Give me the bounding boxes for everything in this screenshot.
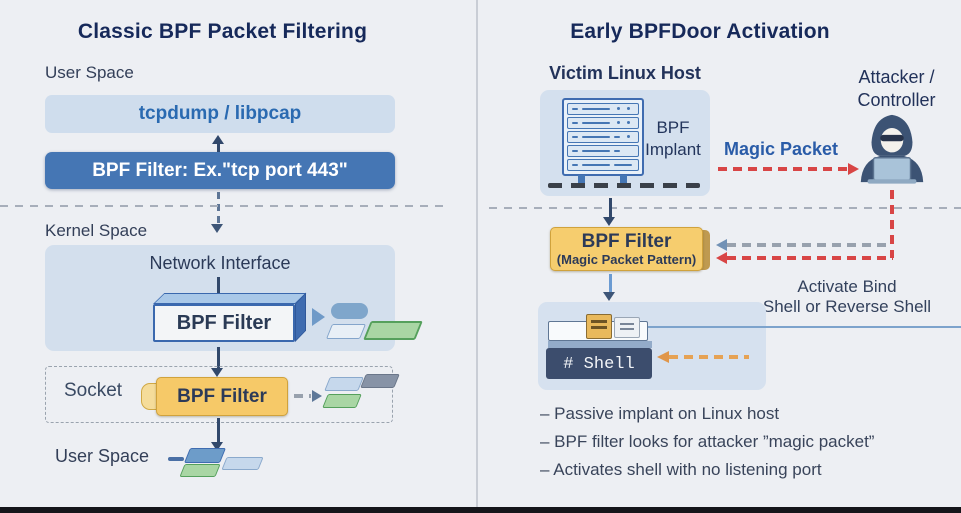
user-packet-lightblue-icon [221, 457, 264, 470]
play-triangle-icon [312, 308, 325, 326]
bullet-bpf-looks: – BPF filter looks for attacker ”magic p… [540, 432, 875, 451]
kernel-space-label: Kernel Space [45, 221, 148, 240]
terminal-card-icon [614, 317, 640, 338]
user-packet-blue-icon [183, 448, 227, 463]
activate-shell-label: Activate Bind Shell or Reverse Shell [762, 277, 932, 316]
socket-bpf-filter-box: BPF Filter [156, 377, 288, 416]
arrow-nic-to-bpf-shaft [217, 277, 220, 294]
shell-prompt-label: # Shell [563, 355, 635, 374]
right-title: Early BPFDoor Activation [570, 20, 830, 43]
arrow-up-to-tcpdump-icon [212, 135, 224, 144]
dashed-connector-kernel [217, 192, 220, 223]
socket-dashed-arrow [294, 394, 311, 398]
user-space-bottom-label: User Space [55, 446, 150, 466]
magic-bpf-filter-title: BPF Filter [581, 230, 672, 252]
network-interface-label: Network Interface [149, 253, 291, 273]
packet-pill-icon [331, 303, 368, 319]
server-leg-icon [578, 175, 585, 184]
socket-dashed-arrow-head-icon [312, 390, 322, 402]
victim-host-label: Victim Linux Host [549, 63, 701, 83]
arrow-socket-to-user-head-icon [211, 442, 223, 451]
arrow-bpf-to-socket-shaft [217, 347, 220, 368]
red-arrow-head-icon [716, 252, 727, 264]
right-space-separator [489, 207, 961, 209]
socket-packet-green-icon [322, 394, 362, 408]
bpf-implant-label: BPF Implant [645, 118, 701, 159]
terminal-band [548, 341, 652, 348]
orange-arrow-head-icon [657, 351, 669, 363]
attacker-hacker-icon [860, 114, 924, 184]
arrow-socket-to-user-shaft [217, 418, 220, 442]
server-row [567, 117, 639, 129]
bullet-passive-implant: – Passive implant on Linux host [540, 404, 780, 423]
server-leg-icon [620, 175, 627, 184]
user-space-dash-icon [168, 457, 184, 461]
magic-packet-dashed-arrow [718, 167, 848, 171]
server-row [567, 131, 639, 143]
left-space-separator [0, 205, 443, 207]
magic-bpf-filter-box: BPF Filter (Magic Packet Pattern) [550, 227, 703, 271]
bottom-bar [0, 507, 961, 513]
packet-outline-icon [325, 324, 367, 339]
server-icon [562, 98, 644, 176]
bullet-activates-shell: – Activates shell with no listening port [540, 460, 822, 479]
magic-packet-arrow-head-icon [848, 163, 859, 175]
bpf3d-top-face [153, 293, 307, 304]
server-ground-dashes [548, 183, 700, 188]
gray-dashed-arrow-to-filter [727, 243, 889, 247]
packet-green-icon [363, 321, 423, 340]
user-space-top-label: User Space [45, 63, 134, 82]
terminal-folder-icon [586, 314, 612, 339]
left-title: Classic BPF Packet Filtering [77, 20, 368, 43]
magic-packet-label: Magic Packet [724, 139, 839, 159]
kernel-bpf-filter-label: BPF Filter [176, 312, 272, 334]
magic-bpf-filter-subtitle: (Magic Packet Pattern) [556, 251, 697, 267]
server-row [567, 145, 639, 157]
arrow-filter-to-shell-head-icon [603, 292, 615, 301]
server-row [567, 159, 639, 171]
arrow-host-to-filter-head-icon [603, 217, 615, 226]
arrow-host-to-filter-shaft [609, 198, 612, 217]
tcpdump-libpcap-label: tcpdump / libpcap [138, 103, 302, 124]
bpf-filter-userspace-box: BPF Filter: Ex."tcp port 443" [45, 152, 395, 189]
attacker-label: Attacker / Controller [857, 67, 936, 110]
socket-bpf-filter-label: BPF Filter [177, 386, 267, 407]
orange-dashed-arrow-to-shell [669, 355, 749, 359]
server-row [567, 103, 639, 115]
attacker-dashed-line-down [890, 190, 894, 258]
socket-packet-gray-icon [360, 374, 400, 388]
bpf-filter-3d-edge [700, 230, 710, 270]
socket-packet-lightblue-icon [324, 377, 364, 391]
red-dashed-arrow-to-filter [727, 256, 893, 260]
tcpdump-libpcap-box: tcpdump / libpcap [45, 95, 395, 133]
arrow-filter-to-shell-shaft [609, 274, 612, 292]
center-divider [476, 0, 478, 513]
arrow-bpf-to-socket-head-icon [211, 368, 223, 377]
shell-window-line [645, 326, 961, 328]
user-packet-green-icon [179, 464, 221, 477]
gray-arrow-head-icon [716, 239, 727, 251]
socket-label: Socket [64, 380, 123, 401]
arrow-up-to-tcpdump-shaft [217, 142, 220, 152]
dashed-connector-arrowhead-icon [211, 224, 223, 233]
kernel-bpf-filter-box: BPF Filter [153, 304, 295, 342]
shell-terminal-box: # Shell [546, 348, 652, 379]
bpf-filter-userspace-label: BPF Filter: Ex."tcp port 443" [92, 160, 348, 181]
